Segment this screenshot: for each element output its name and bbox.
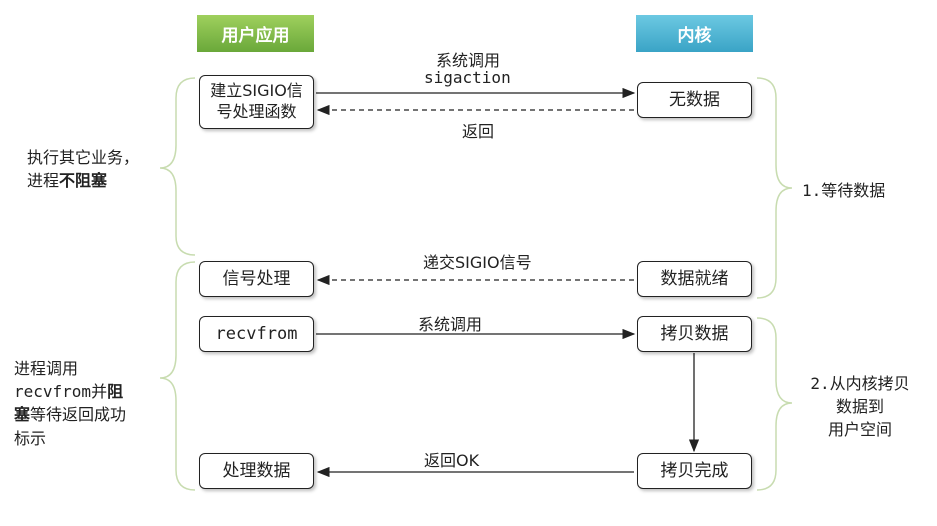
copy-data-box: 拷贝数据 [637,316,752,352]
bracket-left-bottom [159,261,196,491]
data-ready-box: 数据就绪 [637,261,752,297]
note-non-blocking-line2: 进程不阻塞 [27,171,108,191]
note-phase2-line3: 用户空间 [827,420,892,440]
bracket-right-bottom [756,317,793,491]
label-deliver-sigio: 递交SIGIO信号 [423,253,532,272]
copy-done-box: 拷贝完成 [637,453,752,489]
note-blocking-line1: 进程调用 [14,359,79,378]
kernel-header: 内核 [636,15,753,52]
no-data-box: 无数据 [637,82,752,118]
label-sigaction: sigaction [424,68,511,87]
note-non-blocking: 执行其它业务， 进程不阻塞 [27,146,139,192]
register-sigio-line1: 建立SIGIO信 [210,81,303,101]
label-return-ok: 返回OK [424,451,480,470]
user-app-header: 用户应用 [197,15,314,52]
register-sigio-handler-box: 建立SIGIO信 号处理函数 [199,75,314,129]
note-phase2-line2: 数据到 [835,397,884,417]
label-return: 返回 [462,122,495,141]
bracket-right-top [756,77,793,299]
note-phase1: 1.等待数据 [802,181,886,200]
label-syscall-1: 系统调用 [436,51,501,70]
recvfrom-box: recvfrom [199,316,314,352]
note-phase2-line1: 2.从内核拷贝 [810,374,910,393]
bracket-left-top [159,77,196,256]
signal-handle-box: 信号处理 [199,261,314,297]
note-blocking-line2: recvfrom并阻 [14,382,124,402]
note-blocking-line4: 标示 [14,428,47,448]
note-blocking: 进程调用 recvfrom并阻 塞等待返回成功 标示 [14,357,126,450]
note-blocking-line3: 塞等待返回成功 [14,405,127,425]
register-sigio-line2: 号处理函数 [216,102,297,121]
note-non-blocking-line1: 执行其它业务， [27,148,140,167]
process-data-box: 处理数据 [199,453,314,489]
label-syscall: 系统调用 [418,315,483,334]
note-phase2: 2.从内核拷贝 数据到 用户空间 [800,372,920,442]
